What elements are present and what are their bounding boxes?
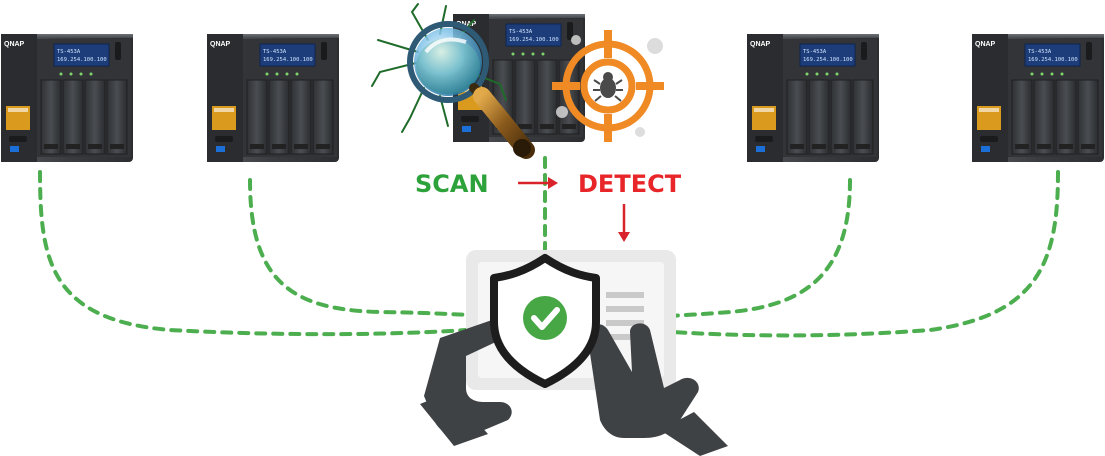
nas-lcd-ip: 169.254.100.100 [57, 57, 107, 63]
nas-lcd-model: TS-453A [803, 49, 827, 55]
nas-brand: QNAP [975, 41, 996, 48]
nas-device-5: QNAP TS-453A 169.254.100.100 [971, 33, 1105, 163]
nas-device-3: QNAP TS-453A 169.254.100.100 [452, 13, 586, 143]
detect-label: DETECT [578, 170, 682, 198]
nas-lcd-ip: 169.254.100.100 [1028, 57, 1078, 63]
magnifier-virus-icon [371, 3, 535, 159]
nas-device-2: QNAP TS-453A 169.254.100.100 [206, 33, 340, 163]
nas-lcd-ip: 169.254.100.100 [509, 37, 559, 43]
nas-lcd-model: TS-453A [1028, 49, 1052, 55]
connection-line-nas-4 [588, 178, 852, 324]
nas-device-4: QNAP TS-453A 169.254.100.100 [746, 33, 880, 163]
connection-line-nas-5 [588, 170, 1060, 338]
nas-lcd-model: TS-453A [509, 29, 533, 35]
nas-brand: QNAP [210, 41, 231, 48]
shield-check-icon [490, 254, 600, 388]
scan-label: SCAN [415, 170, 489, 198]
connection-line-nas-1 [38, 170, 522, 337]
arrow-detect-down [618, 204, 630, 242]
nas-brand: QNAP [750, 41, 771, 48]
arrow-scan-to-detect [518, 177, 558, 189]
connection-lines [38, 156, 1060, 338]
nas-lcd-ip: 169.254.100.100 [803, 57, 853, 63]
nas-brand: QNAP [4, 41, 25, 48]
nas-lcd-ip: 169.254.100.100 [263, 57, 313, 63]
nas-lcd-model: TS-453A [57, 49, 81, 55]
target-bug-icon [552, 30, 664, 142]
nas-brand: QNAP [456, 21, 477, 28]
nas-device-1: QNAP TS-453A 169.254.100.100 [0, 33, 134, 163]
nas-lcd-model: TS-453A [263, 49, 287, 55]
